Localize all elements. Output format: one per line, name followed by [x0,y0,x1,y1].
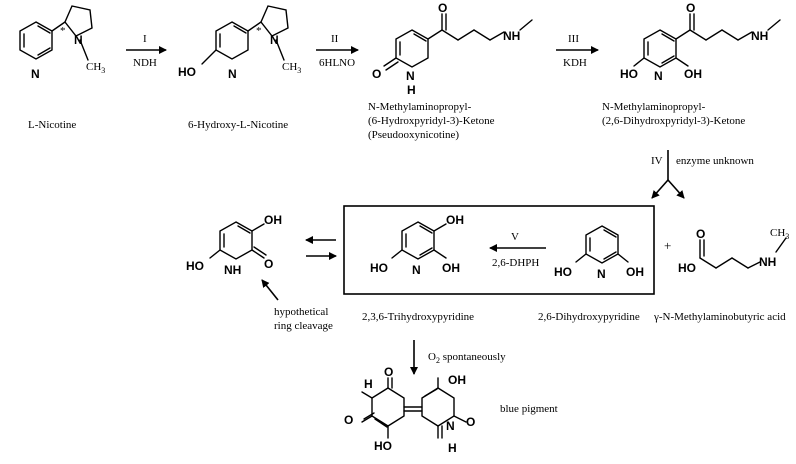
label-dihydroxypyridine: 2,6-Dihydroxypyridine [538,311,640,323]
highlight-box [343,205,655,295]
step-arrow-5: V 2,6-DHPH [489,231,546,269]
enzyme-label: KDH [563,57,587,69]
atom-ho: HO [370,261,388,275]
structure-trihydroxypyridine-tautomer: OH O HO NH [186,213,282,277]
label-pseudooxy-line1: N-Methylaminopropyl- [368,101,472,113]
atom-o: O [344,413,353,427]
label-pseudooxy-line3: (Pseudooxynicotine) [368,129,459,141]
atom-o: O [372,67,381,81]
oxidation-arrow: O2 spontaneously [410,340,506,375]
atom-n: N [597,267,606,281]
atom-n: N [412,263,421,277]
atom-n: N [31,67,40,81]
cleavage-label-line1: hypothetical [274,306,328,318]
atom-oh: OH [684,67,702,81]
atom-nh: NH [224,263,241,277]
methyl-label: CH3 [282,61,301,75]
atom-o: O [384,365,393,379]
step-number: V [511,231,519,243]
step-number: II [331,33,339,45]
atom-ho: HO [554,265,572,279]
atom-n: N [74,33,83,47]
label-pseudooxy-line2: (6-Hydroxpyridyl-3)-Ketone [368,115,495,127]
step-arrow-3: III KDH [556,33,599,69]
atom-oh: OH [626,265,644,279]
atom-ho: HO [186,259,204,273]
structure-2-3-6-trihydroxypyridine: OH HO N OH [370,213,464,277]
methyl-label: CH3 [86,61,105,75]
structure-l-nicotine: N N CH3 * [19,5,105,81]
structure-methylaminobutyric-acid: O HO NH CH3 [678,227,789,275]
structure-blue-pigment: H O O HO OH O N H [344,365,475,455]
structure-dihydroxypyridyl-ketone: O HO N OH NH [620,1,781,83]
atom-o: O [686,1,695,15]
label-dihydroxy-ketone-line2: (2,6-Dihydroxpyridyl-3)-Ketone [602,115,745,127]
atom-oh: OH [448,373,466,387]
ring-cleavage-note: hypothetical ring cleavage [261,279,333,332]
step-arrow-1: I NDH [126,33,167,69]
enzyme-label: 2,6-DHPH [492,257,539,269]
atom-n: N [654,69,663,83]
label-methylaminobutyric-acid: γ-N-Methylaminobutyric acid [653,311,786,323]
step-arrow-2: II 6HLNO [316,33,359,69]
atom-oh: OH [446,213,464,227]
atom-nh: NH [503,29,520,43]
label-l-nicotine: L-Nicotine [28,119,76,131]
step-number: III [568,33,579,45]
atom-oh: OH [264,213,282,227]
atom-n: N [270,33,279,47]
atom-h: H [407,83,416,97]
atom-h: H [364,377,373,391]
enzyme-label: 6HLNO [319,57,355,69]
label-trihydroxypyridine: 2,3,6-Trihydroxypyridine [362,311,474,323]
tautomer-equilibrium-arrows [305,236,337,260]
atom-nh: NH [759,255,776,269]
step-number: IV [651,155,663,167]
atom-n: N [228,67,237,81]
label-blue-pigment: blue pigment [500,403,558,415]
structure-pseudooxynicotine: O O N H NH [372,1,533,97]
atom-nh: NH [751,29,768,43]
label-6-hydroxy-l-nicotine: 6-Hydroxy-L-Nicotine [188,119,288,131]
oxidation-label: O2 spontaneously [428,351,506,365]
atom-n: N [406,69,415,83]
atom-o: O [264,257,273,271]
atom-ho: HO [374,439,392,453]
atom-h: H [448,441,457,455]
atom-o: O [438,1,447,15]
plus-sign: + [664,238,671,253]
step-number: I [143,33,147,45]
atom-oh: OH [442,261,460,275]
cleavage-label-line2: ring cleavage [274,320,333,332]
atom-ho: HO [620,67,638,81]
methyl-label: CH3 [770,227,789,241]
atom-o: O [466,415,475,429]
enzyme-label: enzyme unknown [676,155,754,167]
structure-2-6-dihydroxypyridine: HO N OH [554,225,644,281]
chiral-star: * [256,25,262,37]
atom-ho: HO [678,261,696,275]
atom-n: N [446,419,455,433]
step-arrow-4: IV enzyme unknown [651,150,754,199]
chiral-star: * [60,25,66,37]
atom-ho: HO [178,65,196,79]
atom-o: O [696,227,705,241]
enzyme-label: NDH [133,57,157,69]
structure-6-hydroxy-l-nicotine: N N HO CH3 * [178,5,301,81]
label-dihydroxy-ketone-line1: N-Methylaminopropyl- [602,101,706,113]
